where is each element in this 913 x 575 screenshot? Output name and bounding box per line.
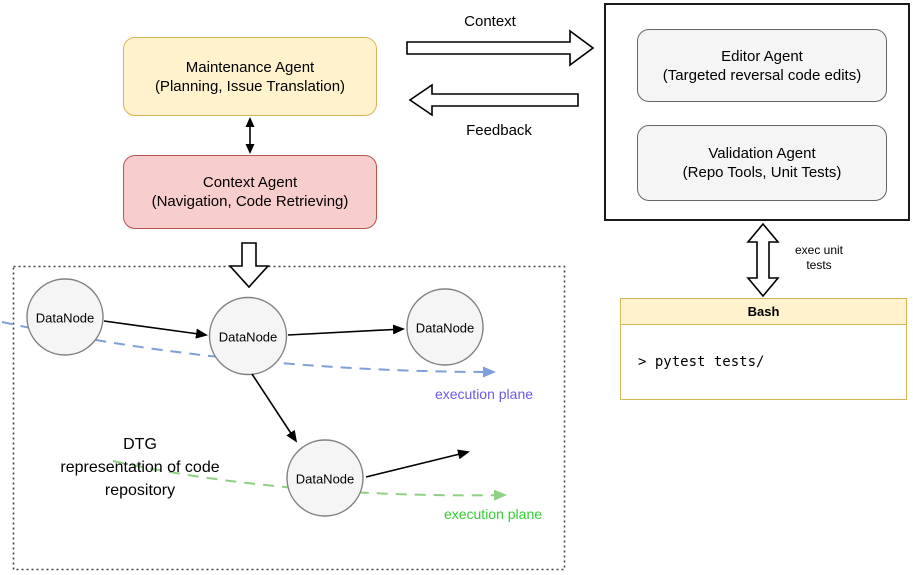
context-arrow-label: Context xyxy=(464,13,516,30)
validation-agent-subtitle: (Repo Tools, Unit Tests) xyxy=(682,164,842,181)
execution-plane-blue-label: execution plane xyxy=(434,386,534,402)
validation-agent-box: Validation Agent (Repo Tools, Unit Tests… xyxy=(637,125,887,201)
feedback-arrow-label: Feedback xyxy=(466,122,532,139)
datanode-circle-1 xyxy=(26,278,104,356)
datanode-label-4: DataNode xyxy=(295,471,355,487)
maintenance-agent-title: Maintenance Agent xyxy=(185,58,315,76)
editor-agent-title: Editor Agent xyxy=(721,47,803,65)
datanode-circle-4 xyxy=(286,439,364,517)
context-to-dtg-arrow xyxy=(228,242,270,289)
dtg-caption-line-1: DTG xyxy=(123,436,157,453)
editor-agent-box: Editor Agent (Targeted reversal code edi… xyxy=(637,29,887,102)
datanode-label-1: DataNode xyxy=(35,310,95,326)
maintenance-agent-box: Maintenance Agent (Planning, Issue Trans… xyxy=(123,37,377,116)
editor-agent-subtitle: (Targeted reversal code edits) xyxy=(662,66,862,84)
maintenance-agent-subtitle: (Planning, Issue Translation) xyxy=(154,77,346,95)
exec-unit-tests-arrow xyxy=(746,222,780,298)
context-block-arrow xyxy=(406,29,595,67)
graph-edges xyxy=(103,320,470,478)
bash-terminal-header: Bash xyxy=(621,299,906,325)
datanode-circle-2 xyxy=(208,296,288,376)
maintenance-context-double-arrow xyxy=(245,117,255,154)
bash-command-text: > pytest tests/ xyxy=(638,354,765,370)
exec-unit-tests-label: exec unit tests xyxy=(794,243,844,272)
validation-agent-title: Validation Agent xyxy=(708,145,816,162)
dtg-container-border xyxy=(12,265,566,571)
execution-plane-green-label: execution plane xyxy=(443,506,543,522)
datanode-label-2: DataNode xyxy=(218,329,278,345)
context-agent-box: Context Agent (Navigation, Code Retrievi… xyxy=(123,155,377,229)
dtg-caption-line-3: repository xyxy=(104,482,176,499)
feedback-block-arrow xyxy=(408,83,579,117)
context-agent-subtitle: (Navigation, Code Retrieving) xyxy=(151,193,349,210)
dtg-caption-line-2: representation of code xyxy=(60,459,220,476)
dtg-caption: DTG representation of code repository xyxy=(40,433,240,502)
datanode-circle-3 xyxy=(406,288,484,366)
context-agent-title: Context Agent xyxy=(202,174,298,191)
bash-terminal-box: Bash > pytest tests/ xyxy=(620,298,907,400)
datanode-label-3: DataNode xyxy=(415,320,475,336)
editor-validation-panel: Editor Agent (Targeted reversal code edi… xyxy=(604,3,910,221)
